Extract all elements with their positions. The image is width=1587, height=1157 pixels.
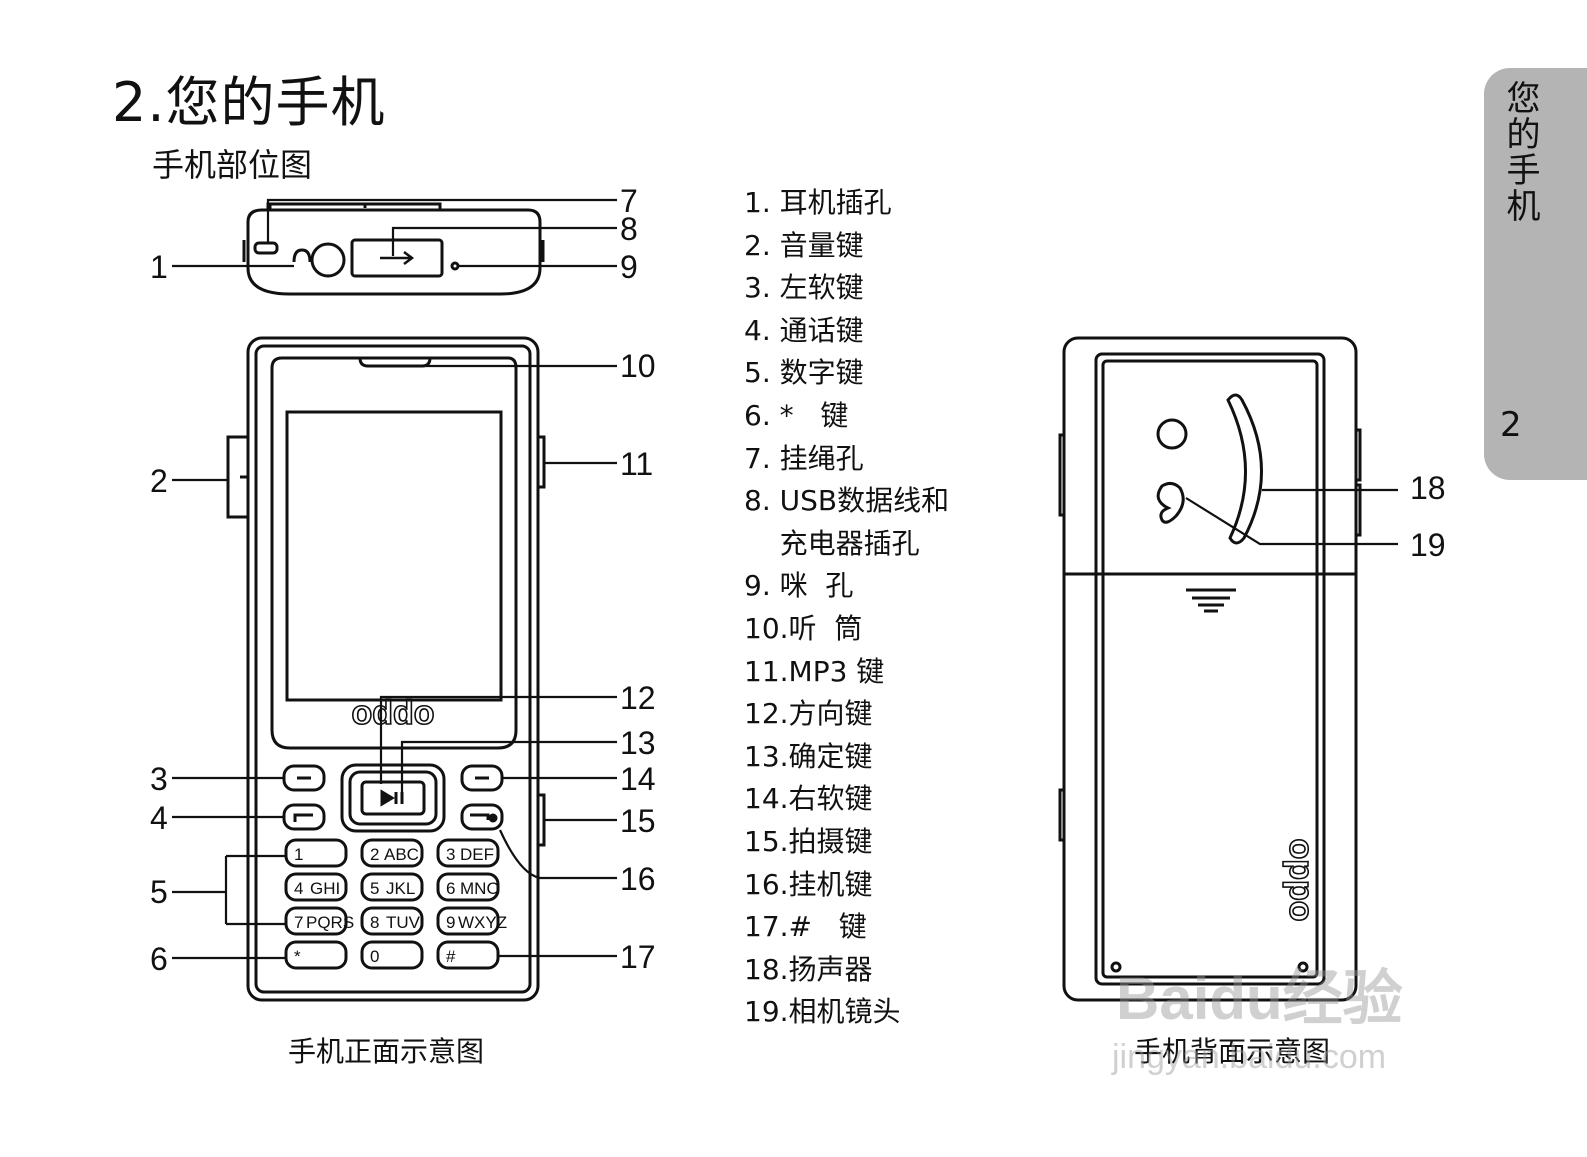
part-item: 14.右软键 bbox=[744, 782, 873, 816]
key-5-letters: JKL bbox=[386, 879, 415, 898]
key-4-digit: 4 bbox=[294, 879, 303, 898]
part-item: 8. USB数据线和 bbox=[744, 484, 950, 518]
part-item: 1. 耳机插孔 bbox=[744, 186, 892, 219]
watermark-brand: Baidu经验 bbox=[1116, 965, 1403, 1032]
part-item: 6. * 键 bbox=[744, 398, 849, 432]
chapter-tab bbox=[1484, 68, 1587, 480]
callout-1: 1 bbox=[150, 249, 168, 285]
key-3-letters: DEF bbox=[460, 845, 494, 864]
callout-10: 10 bbox=[620, 348, 656, 384]
phone-top-view bbox=[242, 202, 545, 296]
key-9-letters: WXYZ bbox=[458, 913, 507, 932]
lanyard-hole-icon bbox=[253, 241, 279, 255]
page-title: 2.您的手机 bbox=[112, 71, 386, 134]
callout-5: 5 bbox=[150, 874, 168, 910]
parts-list: 1. 耳机插孔 2. 音量键 3. 左软键 4. 通话键 5. 数字键 6. *… bbox=[744, 182, 949, 1034]
callout-2: 2 bbox=[150, 463, 168, 499]
callout-3: 3 bbox=[150, 761, 168, 797]
earpiece-icon bbox=[358, 356, 432, 368]
leader-lines bbox=[172, 198, 1398, 960]
part-item: 3. 左软键 bbox=[744, 271, 864, 305]
key-star: * bbox=[294, 947, 301, 966]
part-item: 16.挂机键 bbox=[744, 867, 873, 901]
back-grille-icon bbox=[1186, 588, 1236, 613]
usb-port-icon bbox=[350, 238, 444, 278]
part-item: 15.拍摄键 bbox=[744, 824, 873, 858]
key-7-digit: 7 bbox=[294, 913, 303, 932]
part-item: 充电器插孔 bbox=[779, 526, 920, 560]
camera-key[interactable] bbox=[536, 793, 546, 847]
callout-19: 19 bbox=[1410, 527, 1446, 563]
end-key[interactable] bbox=[460, 803, 504, 831]
key-4-letters: GHI bbox=[310, 879, 340, 898]
callout-numbers: 1 2 3 4 5 6 7 8 9 10 11 12 13 14 15 16 1… bbox=[150, 183, 1446, 977]
camera-lens-icon bbox=[1156, 418, 1188, 450]
callout-18: 18 bbox=[1410, 470, 1446, 506]
phone-front-view bbox=[226, 336, 546, 1002]
ok-key[interactable] bbox=[360, 780, 426, 816]
part-item: 4. 通话键 bbox=[744, 313, 864, 347]
microphone-hole-icon bbox=[450, 261, 460, 271]
keypad-labels: 1 2 ABC 3 DEF 4 GHI 5 JKL 6 MNO 7 PQRS 8… bbox=[294, 845, 507, 966]
back-brand-logo: oppo bbox=[1282, 838, 1320, 921]
key-3-digit: 3 bbox=[446, 845, 455, 864]
callout-14: 14 bbox=[620, 761, 656, 797]
section-subtitle: 手机部位图 bbox=[152, 146, 313, 184]
part-item: 18.扬声器 bbox=[744, 952, 873, 986]
headphone-symbol-icon bbox=[292, 248, 312, 263]
callout-8: 8 bbox=[620, 211, 638, 247]
chapter-tab-label: 您的手机 bbox=[1500, 80, 1540, 224]
part-item: 2. 音量键 bbox=[744, 228, 864, 262]
part-item: 19.相机镜头 bbox=[744, 995, 901, 1029]
part-item: 7. 挂绳孔 bbox=[744, 441, 864, 475]
part-item: 12.方向键 bbox=[744, 697, 873, 731]
headphone-jack-icon bbox=[310, 242, 346, 278]
front-view-caption: 手机正面示意图 bbox=[288, 1035, 485, 1068]
watermark-url: jingyan.baidu.com bbox=[1112, 1038, 1387, 1076]
phone-back-view bbox=[1058, 336, 1362, 1002]
key-6-digit: 6 bbox=[446, 879, 455, 898]
direction-key[interactable] bbox=[340, 763, 446, 833]
key-8-digit: 8 bbox=[370, 913, 379, 932]
call-key[interactable] bbox=[282, 803, 326, 831]
loudspeaker-icon bbox=[1226, 393, 1263, 545]
key-9-digit: 9 bbox=[446, 913, 455, 932]
key-1-digit: 1 bbox=[294, 845, 303, 864]
key-5-digit: 5 bbox=[370, 879, 379, 898]
front-brand-logo: oppo bbox=[351, 698, 434, 736]
key-6-letters: MNO bbox=[460, 879, 500, 898]
callout-4: 4 bbox=[150, 800, 168, 836]
key-2-letters: ABC bbox=[384, 845, 419, 864]
part-item: 17.# 键 bbox=[744, 910, 867, 944]
callout-9: 9 bbox=[620, 249, 638, 285]
callout-11: 11 bbox=[620, 446, 653, 482]
callout-7: 7 bbox=[620, 183, 638, 219]
key-8-letters: TUV bbox=[386, 913, 421, 932]
key-0-digit: 0 bbox=[370, 947, 379, 966]
callout-16: 16 bbox=[620, 861, 656, 897]
key-2-digit: 2 bbox=[370, 845, 379, 864]
mp3-key[interactable] bbox=[536, 435, 546, 489]
part-item: 9. 咪 孔 bbox=[744, 569, 854, 603]
callout-13: 13 bbox=[620, 725, 656, 761]
callout-12: 12 bbox=[620, 680, 656, 716]
part-item: 10.听 筒 bbox=[744, 611, 863, 645]
callout-15: 15 bbox=[620, 803, 656, 839]
part-item: 5. 数字键 bbox=[744, 356, 864, 390]
part-item: 13.确定键 bbox=[744, 739, 873, 773]
key-7-letters: PQRS bbox=[306, 913, 354, 932]
front-screen bbox=[285, 410, 503, 702]
page-number: 2 bbox=[1500, 405, 1522, 445]
flash-icon bbox=[1156, 481, 1185, 524]
part-item: 11.MP3 键 bbox=[744, 654, 885, 688]
callout-17: 17 bbox=[620, 939, 656, 975]
back-view-caption: 手机背面示意图 bbox=[1134, 1035, 1331, 1068]
key-hash: # bbox=[446, 947, 456, 966]
callout-6: 6 bbox=[150, 941, 168, 977]
